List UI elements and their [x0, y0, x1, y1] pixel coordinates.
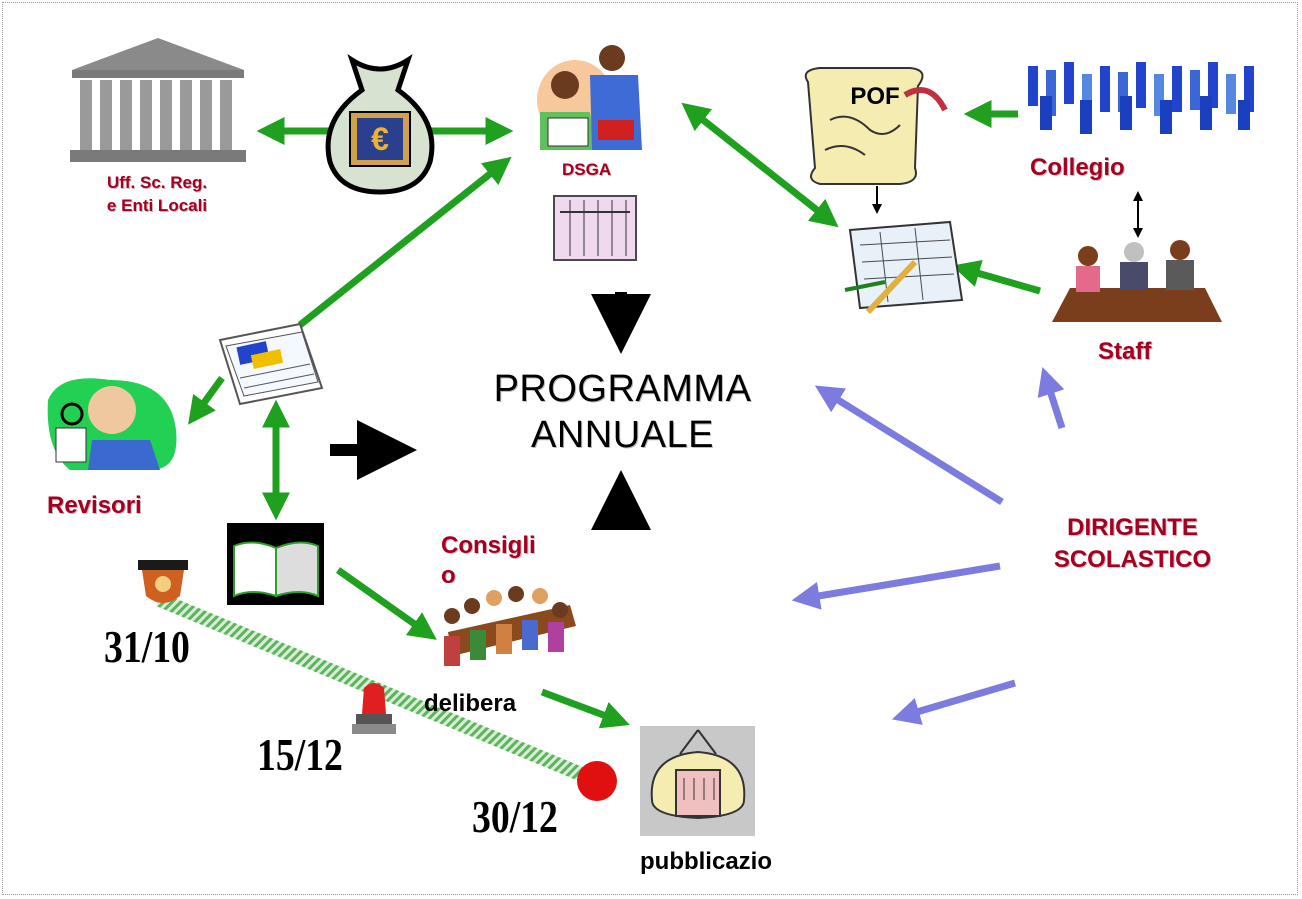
- arrow-book-consiglio: [335, 567, 437, 640]
- open-book-icon: [227, 523, 324, 605]
- arrow-delibera-pubblicazione: [540, 688, 630, 729]
- dirigente-label: DIRIGENTE SCOLASTICO: [1030, 512, 1235, 576]
- date-31-10: 31/10: [104, 621, 190, 672]
- arrow-staff-plan: [951, 259, 1041, 295]
- staff-label: Staff: [1098, 338, 1152, 365]
- bulletin-board-icon: [640, 726, 755, 836]
- dirigente-label-line2: SCOLASTICO: [1053, 546, 1212, 573]
- building-icon: [70, 38, 246, 162]
- pof-label: POF: [850, 83, 899, 110]
- arrow-dsga-plan: [681, 102, 839, 228]
- date-15-12: 15/12: [257, 729, 343, 780]
- money-bag-icon: [325, 54, 435, 195]
- dirigente-label-line1: DIRIGENTE: [1067, 514, 1198, 541]
- arrow-docs-revisori: [188, 375, 225, 425]
- dsga-label: DSGA: [562, 160, 612, 179]
- arrow-dirigente-pubblicazione: [891, 679, 1016, 725]
- revisori-label: Revisori: [47, 492, 142, 518]
- date-30-12: 30/12: [472, 791, 558, 842]
- abacus-icon: [553, 195, 637, 261]
- pof-scroll-icon: [804, 67, 948, 185]
- consiglio-label: Consigli o: [441, 531, 536, 583]
- plan-document-icon: [844, 220, 964, 315]
- center-title-line2: ANNUALE: [531, 414, 714, 456]
- euro-symbol: €: [371, 121, 389, 157]
- delibera-label: delibera: [424, 690, 517, 717]
- arrow-dirigente-staff: [1037, 367, 1066, 430]
- staff-meeting-icon: [1052, 240, 1222, 322]
- arrow-dirigente-consiglio: [791, 562, 1001, 610]
- uff-label-line2: e Enti Locali: [106, 196, 208, 215]
- red-dot-icon: [577, 761, 617, 801]
- dsga-people-icon: [537, 45, 642, 150]
- pubblicazione-label: pubblicazio: [640, 848, 772, 875]
- consiglio-label-line2: o: [441, 562, 456, 583]
- consiglio-label-line1: Consigli: [441, 532, 536, 559]
- arrow-dirigente-programma: [814, 385, 1004, 505]
- center-title-line1: PROGRAMMA: [493, 368, 752, 410]
- documents-icon: [218, 322, 324, 406]
- arrow-docs-dsga: [297, 156, 512, 328]
- uff-label: Uff. Sc. Reg. e Enti Locali: [84, 171, 230, 217]
- alarm-light-icon: [138, 560, 188, 603]
- crowd-icon: [1028, 62, 1254, 134]
- inspector-icon: [47, 378, 177, 470]
- council-table-icon: [444, 586, 576, 666]
- collegio-label: Collegio: [1030, 154, 1125, 181]
- siren-icon: [352, 683, 396, 734]
- center-title: PROGRAMMA ANNUALE: [470, 366, 775, 458]
- uff-label-line1: Uff. Sc. Reg.: [106, 173, 208, 192]
